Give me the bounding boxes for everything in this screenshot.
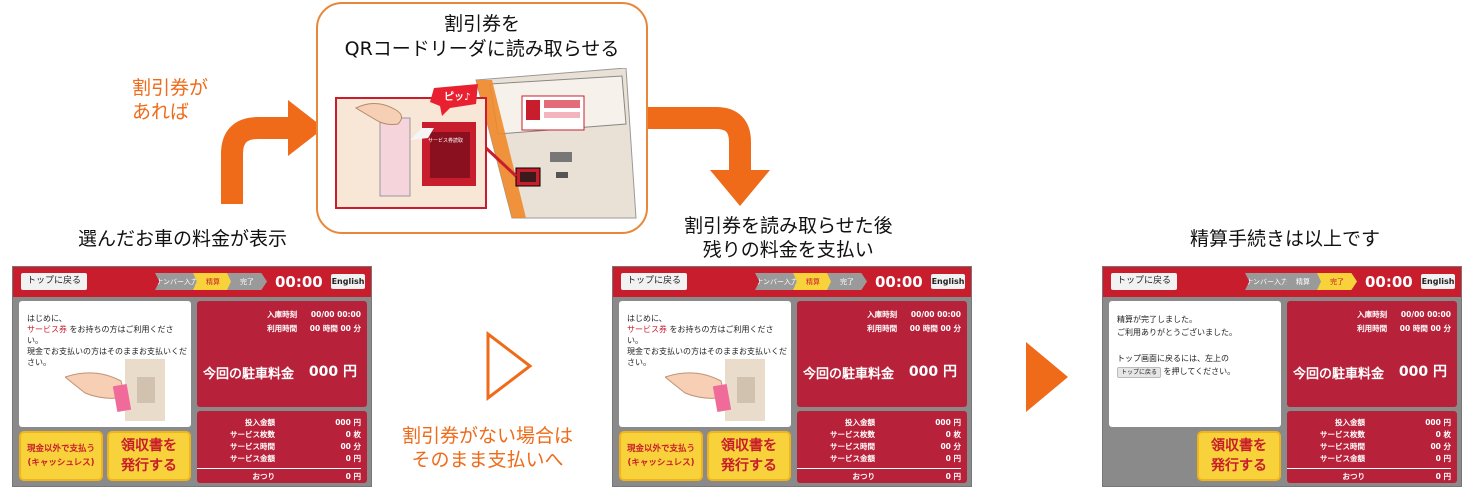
top-back-button[interactable]: トップに戻る — [621, 273, 687, 290]
screen-fee-display: トップに戻る ナンバー入力 精算 完了 00:00 English はじめに、 … — [12, 266, 372, 487]
entry-time-row: 入庫時刻 00/00 00:00 — [267, 310, 361, 319]
pay-hand-illustration — [665, 359, 765, 421]
outline-right-arrow-icon — [486, 330, 533, 402]
solid-right-arrow-icon — [1026, 342, 1068, 412]
fee-value: 000 円 — [908, 364, 957, 380]
message-text: 精算が完了しました。 ご利用ありがとうございました。 トップ画面に戻るには、左上… — [1117, 315, 1237, 378]
step-complete: 完了 — [227, 273, 267, 290]
parking-info-panel: 入庫時刻 00/00 00:00 利用時間 00 時間 00 分 今回の駐車料金… — [1287, 301, 1457, 407]
step-payment: 精算 — [793, 273, 833, 290]
pay-hand-illustration — [65, 359, 165, 421]
screen-pay-remaining: トップに戻る ナンバー入力 精算 完了 00:00 English はじめに、 … — [612, 266, 972, 487]
screen-complete: トップに戻る ナンバー入力 精算 完了 00:00 English 精算が完了し… — [1102, 266, 1462, 487]
parking-info-panel: 入庫時刻 00/00 00:00 利用時間 00 時間 00 分 今回の駐車料金… — [797, 301, 967, 407]
popup-title: 割引券を QRコードリーダに読み取らせる — [344, 13, 620, 60]
screen-header: トップに戻る ナンバー入力 精算 完了 00:00 English — [13, 267, 371, 297]
caption-step2: 割引券を読み取らせた後 残りの料金を支払い — [684, 215, 893, 261]
step-payment: 精算 — [193, 273, 233, 290]
step-complete: 完了 — [827, 273, 867, 290]
entry-time-row: 入庫時刻 00/00 00:00 — [867, 310, 961, 319]
parking-info-panel: 入庫時刻 00/00 00:00 利用時間 00 時間 00 分 今回の駐車料金… — [197, 301, 367, 407]
fee-label: 今回の駐車料金 — [1293, 367, 1385, 382]
clock-display: 00:00 — [1365, 273, 1413, 291]
right-down-arrow-icon — [648, 107, 770, 206]
receipt-button[interactable]: 領収書を 発行する — [1197, 431, 1281, 481]
fee-label: 今回の駐車料金 — [803, 367, 895, 382]
cashless-pay-button[interactable]: 現金以外で支払う (キャッシュレス) — [619, 431, 703, 481]
step-number-input: ナンバー入力 — [1245, 273, 1289, 290]
usage-time-row: 利用時間 00 時間 00 分 — [267, 324, 361, 333]
screen-header: トップに戻る ナンバー入力 精算 完了 00:00 English — [613, 267, 971, 297]
message-panel: はじめに、 サービス券 をお持ちの方はご利用ください。 現金でお支払いの方はその… — [19, 301, 191, 427]
clock-display: 00:00 — [875, 273, 923, 291]
usage-time-row: 利用時間 00 時間 00 分 — [867, 324, 961, 333]
step-payment: 精算 — [1283, 273, 1323, 290]
step-number-input: ナンバー入力 — [155, 273, 199, 290]
qr-reader-illustration: ピッ♪ サービス券読取 — [335, 68, 637, 219]
step-number-input: ナンバー入力 — [755, 273, 799, 290]
caption-step1: 選んだお車の料金が表示 — [78, 228, 288, 250]
english-button[interactable]: English — [1421, 274, 1455, 289]
screen-header: トップに戻る ナンバー入力 精算 完了 00:00 English — [1103, 267, 1461, 297]
discount-note: 割引券が あれば — [132, 77, 209, 123]
message-text: はじめに、 サービス券 をお持ちの方はご利用ください。 現金でお支払いの方はその… — [27, 314, 187, 367]
english-button[interactable]: English — [931, 274, 965, 289]
beep-text: ピッ♪ — [444, 91, 470, 103]
fee-label: 今回の駐車料金 — [203, 367, 295, 382]
receipt-button[interactable]: 領収書を 発行する — [707, 431, 791, 481]
receipt-button[interactable]: 領収書を 発行する — [107, 431, 191, 481]
no-discount-note: 割引券がない場合は そのまま支払いへ — [402, 425, 574, 471]
top-back-button[interactable]: トップに戻る — [21, 273, 87, 290]
fee-value: 000 円 — [1398, 364, 1447, 380]
ticket-label: サービス券読取 — [428, 137, 463, 144]
message-panel: 精算が完了しました。 ご利用ありがとうございました。 トップ画面に戻るには、左上… — [1109, 301, 1281, 427]
message-panel: はじめに、 サービス券 をお持ちの方はご利用ください。 現金でお支払いの方はその… — [619, 301, 791, 427]
qr-reader-popup: 割引券を QRコードリーダに読み取らせる ピッ♪ サービス券読取 — [316, 2, 648, 234]
message-text: はじめに、 サービス券 をお持ちの方はご利用ください。 現金でお支払いの方はその… — [627, 314, 787, 367]
caption-step3: 精算手続きは以上です — [1190, 228, 1381, 250]
clock-display: 00:00 — [275, 273, 323, 291]
up-right-arrow-icon — [221, 100, 324, 204]
fee-value: 000 円 — [308, 364, 357, 380]
cashless-pay-button[interactable]: 現金以外で支払う (キャッシュレス) — [19, 431, 103, 481]
inline-top-button: トップに戻る — [1117, 367, 1162, 378]
step-complete: 完了 — [1317, 273, 1357, 290]
top-back-button[interactable]: トップに戻る — [1111, 273, 1177, 290]
english-button[interactable]: English — [331, 274, 365, 289]
entry-time-row: 入庫時刻 00/00 00:00 — [1357, 310, 1451, 319]
usage-time-row: 利用時間 00 時間 00 分 — [1357, 324, 1451, 333]
